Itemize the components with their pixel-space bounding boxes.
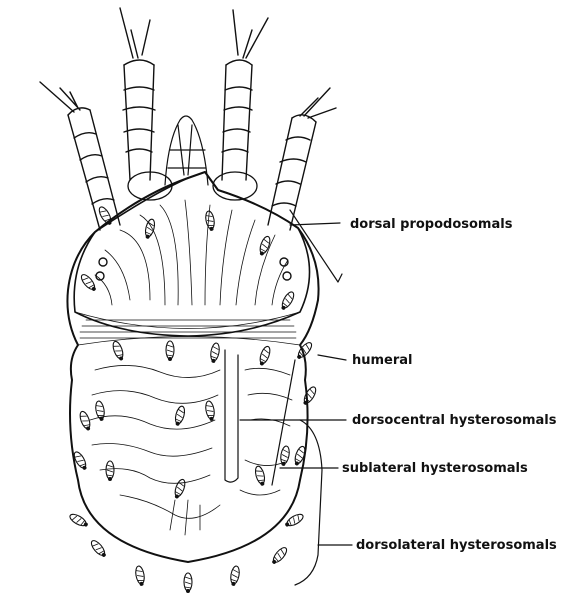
seta — [134, 565, 145, 586]
gnathosoma — [165, 116, 208, 185]
shield-striations — [95, 200, 288, 305]
label-dorsolateral-hysterosomals: dorsolateral hysterosomals — [356, 538, 557, 553]
seta — [209, 342, 220, 363]
leg-1-left — [120, 8, 155, 180]
sejugal-band — [75, 312, 300, 345]
leg-2-right — [268, 88, 336, 230]
seta — [229, 565, 240, 586]
seta — [173, 405, 186, 426]
leader-dorsal-propodosomals — [290, 210, 342, 282]
seta — [254, 465, 267, 486]
seta — [89, 539, 108, 559]
hysterosoma-striations — [90, 365, 292, 535]
seta — [106, 461, 114, 481]
seta — [68, 512, 89, 529]
label-sublateral-hysterosomals: sublateral hysterosomals — [342, 461, 528, 476]
seta — [279, 290, 296, 311]
bracket-dorsolateral — [295, 420, 352, 585]
leg-1-right — [222, 10, 268, 180]
seta — [143, 218, 156, 239]
seta — [204, 210, 215, 231]
seta — [270, 546, 289, 566]
label-humeral: humeral — [352, 353, 413, 368]
seta — [257, 345, 271, 367]
seta — [166, 341, 174, 361]
leader-lines — [240, 210, 352, 585]
label-dorsal-propodosomals: dorsal propodosomals — [350, 217, 513, 232]
idiosoma-outline — [67, 172, 318, 562]
seta — [172, 478, 186, 500]
seta — [204, 400, 215, 421]
seta — [301, 385, 318, 406]
seta — [184, 573, 192, 593]
leg-2-left — [40, 82, 120, 230]
label-dorsocentral-hysterosomals: dorsocentral hysterosomals — [352, 413, 557, 428]
seta — [78, 410, 92, 432]
leader-humeral — [318, 355, 346, 360]
seta — [111, 340, 125, 362]
